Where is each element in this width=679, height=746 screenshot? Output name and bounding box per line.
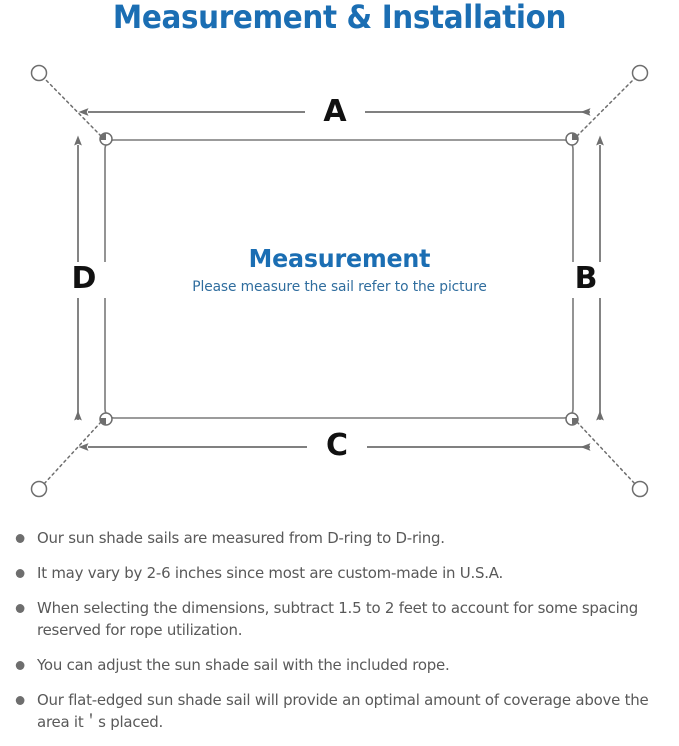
- note-text: Our sun shade sails are measured from D-…: [37, 529, 445, 547]
- anchor-ring-top-right: [631, 64, 649, 82]
- page-title: Measurement & Installation: [112, 0, 567, 36]
- dimension-label-c: C: [307, 429, 367, 465]
- note-text: When selecting the dimensions, subtract …: [37, 599, 638, 639]
- note-text: Our flat-edged sun shade sail will provi…: [37, 691, 649, 731]
- dimension-label-a: A: [305, 95, 365, 131]
- d-ring-tab-bottom-right: [572, 418, 578, 425]
- bullet-icon: [15, 661, 25, 670]
- dimension-label-d: D: [62, 262, 106, 298]
- rope-line-top-left: [42, 76, 102, 137]
- note-text: It may vary by 2-6 inches since most are…: [37, 564, 504, 582]
- rope-line-top-right: [576, 76, 637, 137]
- rope-line-bottom-left: [42, 421, 102, 486]
- d-ring-tab-top-right: [572, 133, 578, 140]
- sail-sublabel-instruction: Please measure the sail refer to the pic…: [192, 279, 487, 295]
- notes-list: Our sun shade sails are measured from D-…: [10, 527, 676, 746]
- list-item: When selecting the dimensions, subtract …: [10, 597, 653, 641]
- list-item: It may vary by 2-6 inches since most are…: [10, 562, 653, 584]
- note-text: You can adjust the sun shade sail with t…: [37, 656, 450, 674]
- list-item: Our flat-edged sun shade sail will provi…: [10, 689, 653, 733]
- d-ring-tab-bottom-left: [99, 418, 106, 425]
- d-ring-tab-top-left: [99, 133, 106, 140]
- sail-measurement-diagram: Measurement Please measure the sail refe…: [0, 48, 679, 518]
- rope-line-bottom-right: [576, 421, 637, 486]
- dimension-label-b: B: [566, 262, 606, 298]
- bullet-icon: [15, 569, 25, 578]
- sail-label-measurement: Measurement: [248, 244, 431, 273]
- bullet-icon: [15, 534, 25, 543]
- list-item: You can adjust the sun shade sail with t…: [10, 654, 653, 676]
- list-item: Our sun shade sails are measured from D-…: [10, 527, 653, 549]
- anchor-ring-bottom-left: [30, 480, 48, 498]
- anchor-ring-top-left: [30, 64, 48, 82]
- anchor-ring-bottom-right: [631, 480, 649, 498]
- bullet-icon: [15, 604, 25, 613]
- bullet-icon: [15, 696, 25, 705]
